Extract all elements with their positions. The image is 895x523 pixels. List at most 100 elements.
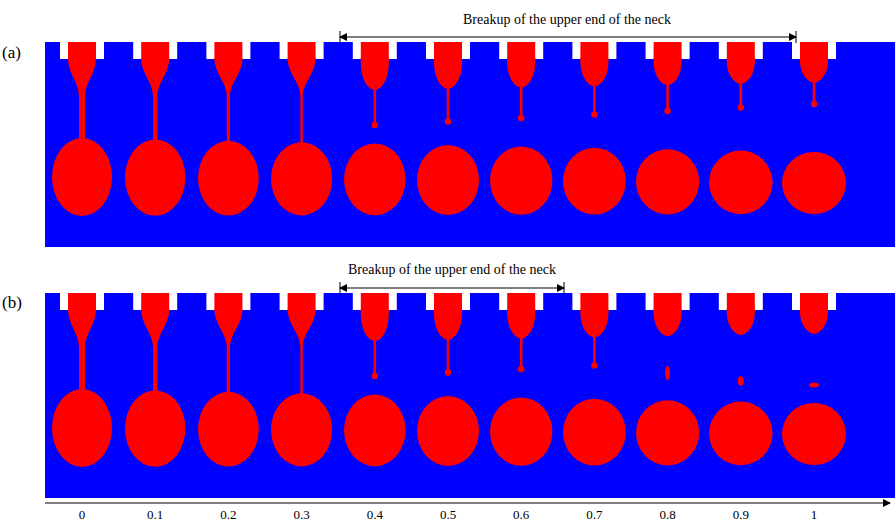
liquid-thread [520,86,523,118]
range-label: Breakup of the upper end of the neck [463,13,671,27]
nozzle-fluid [434,42,462,60]
nozzle-fluid [800,42,828,60]
main-drop [417,145,479,215]
upper-bulb [800,309,828,334]
thread-tip [811,101,817,107]
liquid-neck [68,58,96,146]
nozzle-fluid [68,42,96,60]
nozzle-fluid [800,293,828,311]
nozzle-fluid [434,293,462,311]
tick-label: 0.2 [220,508,236,521]
nozzle-fluid [654,293,682,311]
nozzle-fluid [727,293,755,311]
tick-label: 0.7 [586,508,602,521]
nozzle-wall [133,42,177,59]
nozzle-wall [426,42,470,59]
liquid-thread [593,335,596,365]
liquid-thread [447,338,450,373]
upper-bulb [654,309,682,336]
upper-bulb [800,58,828,83]
upper-bulb [727,309,755,335]
upper-bulb [361,309,389,341]
thread-tip [518,366,524,372]
main-drop [782,403,846,465]
nozzle-wall [572,42,616,59]
nozzle-wall [572,293,616,310]
thread-tip [591,111,597,117]
main-drop [271,142,332,215]
nozzle-fluid [214,293,242,311]
thread-tip [372,373,378,379]
nozzle-wall [499,293,543,310]
nozzle-wall [206,42,250,59]
nozzle-wall [499,42,543,59]
liquid-thread [374,88,377,125]
tick-label: 1 [811,508,818,521]
nozzle-fluid [654,42,682,60]
range-arrow [340,37,796,38]
nozzle-fluid [68,293,96,311]
liquid-neck [214,58,242,149]
upper-bulb [727,58,755,84]
liquid-neck [141,309,169,398]
main-drop [52,389,112,467]
upper-bulb [507,309,535,339]
liquid-thread [666,83,669,111]
main-drop [709,151,773,215]
nozzle-fluid [141,42,169,60]
thread-tip [591,362,597,368]
range-tick [564,282,565,294]
nozzle-fluid [361,293,389,311]
range-tick [796,31,797,43]
nozzle-wall [206,293,250,310]
upper-bulb [654,58,682,85]
panel-label: (b) [2,294,22,311]
thread-tip [518,115,524,121]
nozzle-wall [426,293,470,310]
tick-label: 0 [79,508,86,521]
upper-bulb [580,309,608,337]
nozzle-fluid [361,42,389,60]
liquid-thread [593,84,596,114]
panel-background [45,293,895,498]
main-drop [344,395,406,467]
main-drop [636,400,699,465]
nozzle-wall [719,293,763,310]
nozzle-fluid [214,42,242,60]
nozzle-wall [646,293,690,310]
nozzle-fluid [507,293,535,311]
main-drop [709,402,773,466]
liquid-thread [374,339,377,376]
tick-label: 0.6 [513,508,529,521]
nozzle-wall [646,42,690,59]
tick-label: 0.5 [440,508,456,521]
nozzle-fluid [580,42,608,60]
main-drop [490,146,552,214]
thread-tip [738,104,744,110]
panel-label: (a) [2,44,21,61]
nozzle-wall [280,293,324,310]
liquid-neck [214,309,242,400]
satellite-droplet [665,366,670,380]
liquid-neck [288,58,316,150]
nozzle-fluid [288,293,316,311]
liquid-thread [740,82,743,108]
thread-tip [372,122,378,128]
main-drop [271,393,332,466]
liquid-thread [813,81,816,104]
tick-label: 0.8 [659,508,675,521]
nozzle-wall [353,293,397,310]
tick-label: 0.9 [733,508,749,521]
tick-label: 0.4 [367,508,383,521]
upper-bulb [361,58,389,90]
nozzle-fluid [507,42,535,60]
nozzle-fluid [141,293,169,311]
main-drop [490,397,552,465]
nozzle-wall [792,293,836,310]
main-drop [563,399,626,466]
main-drop [198,392,259,467]
liquid-neck [288,309,316,401]
nozzle-wall [60,42,104,59]
